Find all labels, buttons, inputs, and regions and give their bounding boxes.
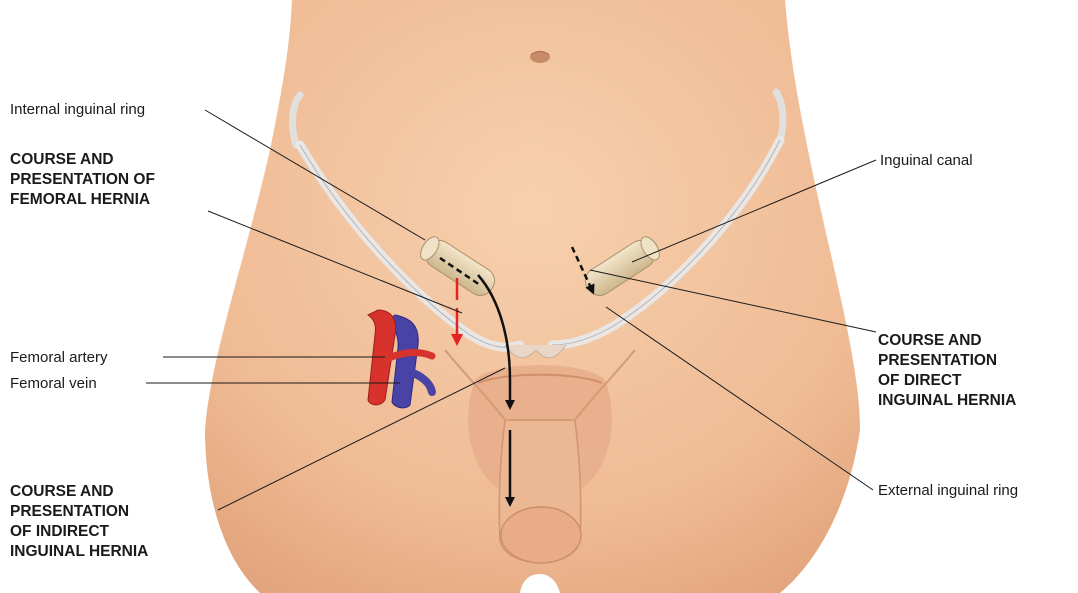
inguinal-canal-label: Inguinal canal: [880, 151, 973, 170]
external-inguinal-ring-label: External inguinal ring: [878, 481, 1018, 500]
indirect-hernia-label: COURSE AND PRESENTATION OF INDIRECT INGU…: [10, 482, 148, 562]
femoral-vein-label: Femoral vein: [10, 374, 97, 393]
internal-inguinal-ring-label: Internal inguinal ring: [10, 100, 145, 119]
direct-hernia-label: COURSE AND PRESENTATION OF DIRECT INGUIN…: [878, 331, 1016, 411]
femoral-hernia-label: COURSE AND PRESENTATION OF FEMORAL HERNI…: [10, 150, 155, 210]
femoral-artery-label: Femoral artery: [10, 348, 108, 367]
